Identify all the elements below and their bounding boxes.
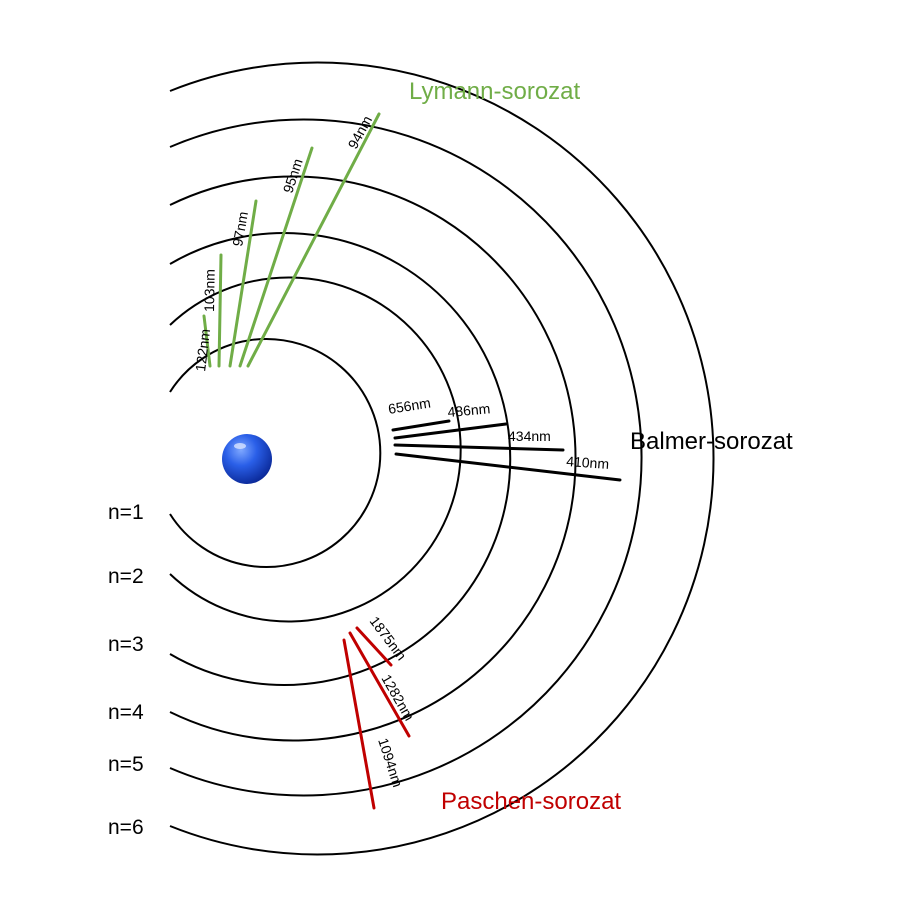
lyman-label-122nm: 122nm xyxy=(192,328,213,372)
balmer-label-486nm: 486nm xyxy=(447,400,491,420)
balmer-label-410nm: 410nm xyxy=(566,453,610,472)
lyman-series xyxy=(202,112,381,368)
lyman-line-94nm xyxy=(246,112,381,368)
nucleus xyxy=(222,434,272,484)
lyman-series-title: Lymann-sorozat xyxy=(409,78,581,105)
paschen-series xyxy=(342,626,411,810)
balmer-series xyxy=(391,419,622,482)
paschen-line-1094nm xyxy=(342,638,376,810)
lyman-line-103nm xyxy=(217,253,223,368)
orbit-n5 xyxy=(169,118,643,797)
orbit-n3 xyxy=(169,232,512,686)
orbit-n4 xyxy=(169,175,577,742)
level-label-n4: n=4 xyxy=(108,701,144,724)
balmer-line-656nm xyxy=(391,419,451,432)
lyman-line-122nm xyxy=(202,314,212,368)
paschen-series-title: Paschen-sorozat xyxy=(441,788,621,815)
orbit-n1 xyxy=(169,338,382,568)
balmer-line-434nm xyxy=(393,443,565,452)
paschen-label-1875nm: 1875nm xyxy=(367,613,410,663)
level-label-n1: n=1 xyxy=(108,501,144,524)
lyman-label-103nm: 103nm xyxy=(201,269,218,312)
orbit-n6 xyxy=(169,61,715,856)
level-label-n5: n=5 xyxy=(108,753,144,776)
lyman-line-95nm xyxy=(238,146,314,368)
paschen-label-1094nm: 1094nm xyxy=(375,736,406,789)
lyman-label-97nm: 97nm xyxy=(229,210,251,247)
level-label-n6: n=6 xyxy=(108,816,144,839)
balmer-series-title: Balmer-sorozat xyxy=(630,428,793,455)
paschen-line-1875nm xyxy=(355,626,393,667)
level-label-n3: n=3 xyxy=(108,633,144,656)
nucleus-highlight xyxy=(234,443,246,449)
balmer-label-656nm: 656nm xyxy=(387,394,432,417)
balmer-line-410nm xyxy=(394,452,622,482)
balmer-line-486nm xyxy=(393,422,508,440)
paschen-line-1282nm xyxy=(348,631,411,738)
balmer-label-434nm: 434nm xyxy=(508,428,551,444)
orbit-n2 xyxy=(169,276,462,623)
lyman-line-97nm xyxy=(228,199,258,368)
level-label-n2: n=2 xyxy=(108,565,144,588)
